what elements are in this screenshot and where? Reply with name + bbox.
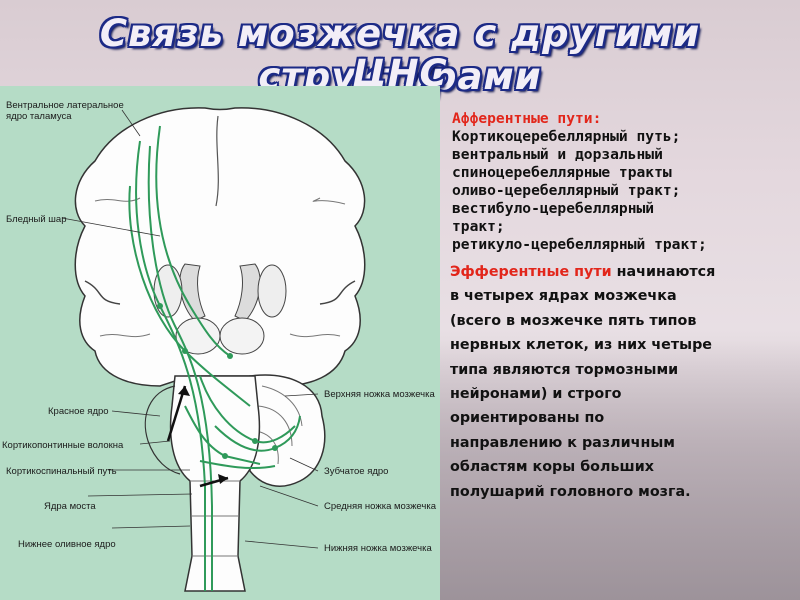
efferent-heading: Эфферентные пути — [450, 264, 612, 280]
efferent-line: ориентированы по — [450, 406, 798, 430]
label-ventral-lateral-thalamus-2: ядро таламуса — [6, 111, 72, 122]
label-inferior-olivary-nucleus: Нижнее оливное ядро — [18, 539, 116, 550]
efferent-first-rest: начинаются — [612, 264, 716, 280]
afferent-paths-block: Афферентные пути: Кортикоцеребеллярный п… — [452, 110, 797, 254]
efferent-line: полушарий головного мозга. — [450, 480, 798, 504]
cerebrum-outline — [75, 108, 365, 386]
afferent-line: вентральный и дорзальный — [452, 146, 797, 164]
efferent-line: областям коры больших — [450, 455, 798, 479]
afferent-line: Кортикоцеребеллярный путь; — [452, 128, 797, 146]
label-red-nucleus: Красное ядро — [48, 406, 109, 417]
afferent-line: оливо-церебеллярный тракт; — [452, 182, 797, 200]
efferent-line: нейронами) и строго — [450, 382, 798, 406]
cerebellum-outline — [250, 375, 325, 486]
efferent-line: нервных клеток, из них четыре — [450, 333, 798, 357]
afferent-line: ретикуло-церебеллярный тракт; — [452, 236, 797, 254]
afferent-line: спиноцеребеллярные тракты — [452, 164, 797, 182]
afferent-heading: Афферентные пути: — [452, 110, 797, 128]
efferent-line: направлению к различным — [450, 431, 798, 455]
brain-illustration — [0, 86, 440, 600]
label-corticopontine-fibers: Кортикопонтинные волокна — [2, 440, 123, 451]
efferent-line: типа являются тормозными — [450, 358, 798, 382]
efferent-line: в четырех ядрах мозжечка — [450, 284, 798, 308]
label-dentate-nucleus: Зубчатое ядро — [324, 466, 388, 477]
label-pontine-nuclei: Ядра моста — [44, 501, 96, 512]
afferent-line: вестибуло-церебеллярный — [452, 200, 797, 218]
label-superior-cerebellar-peduncle: Верхняя ножка мозжечка — [324, 389, 435, 400]
label-ventral-lateral-thalamus: Вентральное латеральное — [6, 100, 124, 111]
label-middle-cerebellar-peduncle: Средняя ножка мозжечка — [324, 501, 436, 512]
efferent-first-line: Эфферентные пути начинаются — [450, 260, 798, 284]
efferent-paths-block: Эфферентные пути начинаются в четырех яд… — [450, 260, 798, 504]
label-globus-pallidus: Бледный шар — [6, 214, 67, 225]
label-corticospinal-tract: Кортикоспинальный путь — [6, 466, 117, 477]
efferent-line: (всего в мозжечке пять типов — [450, 309, 798, 333]
brain-diagram: Вентральное латеральное ядро таламуса Бл… — [0, 86, 440, 600]
afferent-line: тракт; — [452, 218, 797, 236]
label-inferior-cerebellar-peduncle: Нижняя ножка мозжечка — [324, 543, 432, 554]
